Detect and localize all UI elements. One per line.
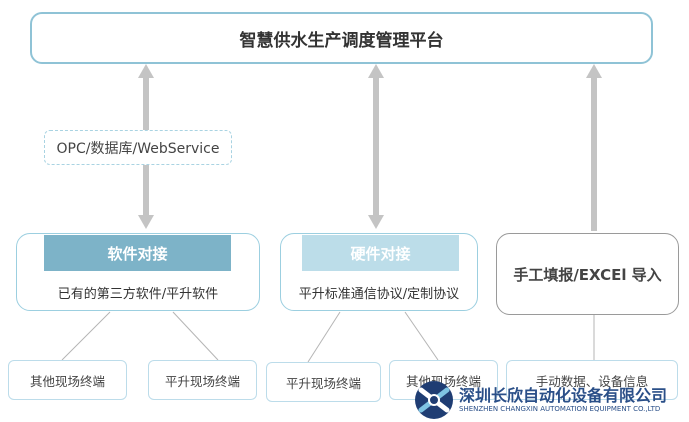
leaf-pingsheng-terminal-1: 平升现场终端 bbox=[148, 360, 257, 400]
hardware-title-band: 硬件对接 bbox=[302, 235, 459, 271]
hardware-desc-row: 平升标准通信协议/定制协议 bbox=[280, 278, 478, 306]
leaf-pingsheng-terminal-2: 平升现场终端 bbox=[266, 362, 381, 402]
hardware-desc: 平升标准通信协议/定制协议 bbox=[298, 286, 460, 302]
arrow-left-head-up bbox=[138, 64, 154, 78]
arrow-mid-shaft bbox=[373, 76, 379, 218]
arrow-left-upper bbox=[143, 76, 149, 130]
leaf-label: 平升现场终端 bbox=[164, 373, 240, 389]
leaf-manual-data: 手动数据、设备信息 bbox=[506, 360, 678, 400]
link-software-leaf1 bbox=[61, 311, 111, 361]
brand-logo-icon bbox=[415, 381, 453, 419]
arrow-mid-head-down bbox=[368, 215, 384, 229]
platform-title: 智慧供水生产调度管理平台 bbox=[239, 30, 444, 51]
arrow-left-lower bbox=[143, 165, 149, 217]
brand-name-en: SHENZHEN CHANGXIN AUTOMATION EQUIPMENT C… bbox=[459, 404, 661, 413]
platform-box: 智慧供水生产调度管理平台 bbox=[30, 12, 653, 64]
leaf-label: 平升现场终端 bbox=[285, 375, 361, 391]
manual-title: 手工填报/EXCEl 导入 bbox=[513, 265, 662, 284]
protocol-box: OPC/数据库/WebService bbox=[44, 130, 232, 165]
link-hardware-leaf4 bbox=[404, 311, 439, 361]
arrow-mid-head-up bbox=[368, 64, 384, 78]
software-title: 软件对接 bbox=[107, 244, 168, 263]
brand-name-cn: 深圳长欣自动化设备有限公司 bbox=[459, 386, 668, 405]
hardware-title: 硬件对接 bbox=[350, 244, 411, 263]
arrow-right-shaft bbox=[591, 76, 597, 231]
arrow-right-head-up bbox=[586, 64, 602, 78]
brand-watermark: 深圳长欣自动化设备有限公司 SHENZHEN CHANGXIN AUTOMATI… bbox=[413, 378, 689, 422]
manual-box: 手工填报/EXCEl 导入 bbox=[496, 233, 679, 315]
link-software-leaf2 bbox=[172, 311, 219, 361]
leaf-label: 其他现场终端 bbox=[29, 373, 105, 389]
software-title-band: 软件对接 bbox=[44, 235, 231, 271]
link-hardware-leaf3 bbox=[307, 311, 341, 363]
software-desc-row: 已有的第三方软件/平升软件 bbox=[16, 278, 260, 306]
protocol-label: OPC/数据库/WebService bbox=[56, 140, 220, 157]
arrow-left-head-down bbox=[138, 215, 154, 229]
software-desc: 已有的第三方软件/平升软件 bbox=[57, 286, 219, 302]
brand-text: 深圳长欣自动化设备有限公司 SHENZHEN CHANGXIN AUTOMATI… bbox=[459, 387, 667, 414]
leaf-label: 手动数据、设备信息 bbox=[535, 373, 649, 389]
leaf-other-terminal-1: 其他现场终端 bbox=[8, 360, 127, 400]
